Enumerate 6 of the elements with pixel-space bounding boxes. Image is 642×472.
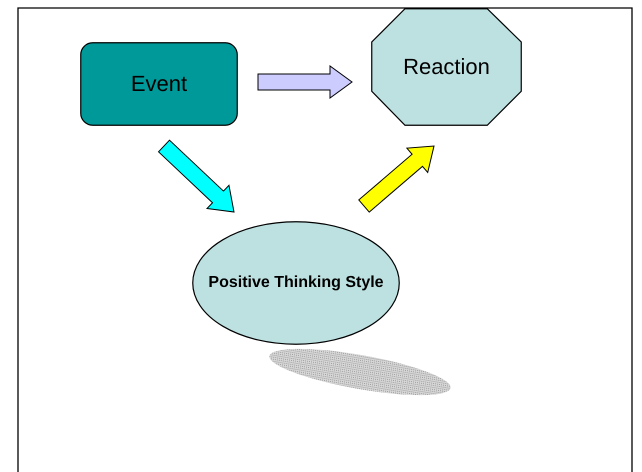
block-arrow (258, 65, 353, 99)
node-label: Event (130, 71, 188, 97)
block-arrow (358, 145, 435, 213)
node-label: Positive Thinking Style (207, 274, 385, 292)
block-arrow (158, 139, 235, 213)
node-label: Reaction (402, 54, 491, 80)
